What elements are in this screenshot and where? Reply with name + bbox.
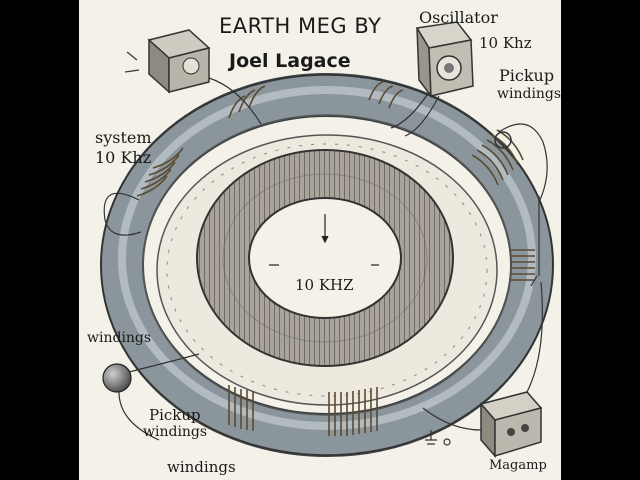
winding-cluster-left — [136, 147, 184, 197]
pickup-bottom-label-1: Pickup — [149, 406, 201, 424]
winding-cluster-bottom — [228, 385, 378, 436]
title-line-1: EARTH MEG BY — [219, 14, 382, 38]
center-markers — [269, 214, 379, 266]
title-line-2: Joel Lagace — [229, 50, 351, 72]
oscillator-freq-label: 10 Khz — [479, 34, 532, 52]
diagram-drawing — [100, 21, 554, 458]
system-label-1: system — [95, 128, 152, 147]
windings-bottom-label: windings — [167, 458, 236, 476]
top-left-lead — [124, 51, 262, 125]
ground-ball-lead — [118, 353, 200, 441]
winding-cluster-right — [471, 129, 524, 186]
right-pickup-coil — [494, 131, 512, 149]
magamp-lead — [422, 281, 543, 431]
diagram-canvas: EARTH MEG BY Joel Lagace Oscillator 10 K… — [79, 0, 561, 480]
system-label-2: 10 Khz — [95, 148, 152, 167]
pickup-bottom-label-2: windings — [143, 424, 208, 440]
top-left-device — [147, 29, 211, 94]
oscillator-lead — [390, 91, 440, 137]
oscillator-label: Oscillator — [419, 8, 498, 27]
oscillator-box — [415, 21, 474, 99]
windings-left-label: windings — [87, 330, 152, 346]
winding-cluster-far-right — [511, 249, 535, 281]
pickup-top-label-2: windings — [497, 86, 561, 102]
ground-symbol — [425, 430, 451, 446]
magamp-box — [479, 391, 543, 458]
left-loop-lead — [103, 192, 142, 236]
ground-ball — [102, 363, 132, 393]
right-pickup-lead — [498, 123, 548, 287]
inner-toroid-coil — [196, 149, 454, 367]
outer-toroid-ring — [100, 73, 554, 457]
magamp-label: Magamp — [489, 458, 547, 473]
winding-cluster-top — [228, 81, 404, 119]
pickup-top-label-1: Pickup — [499, 66, 555, 85]
center-freq-label: 10 KHZ — [295, 276, 354, 294]
